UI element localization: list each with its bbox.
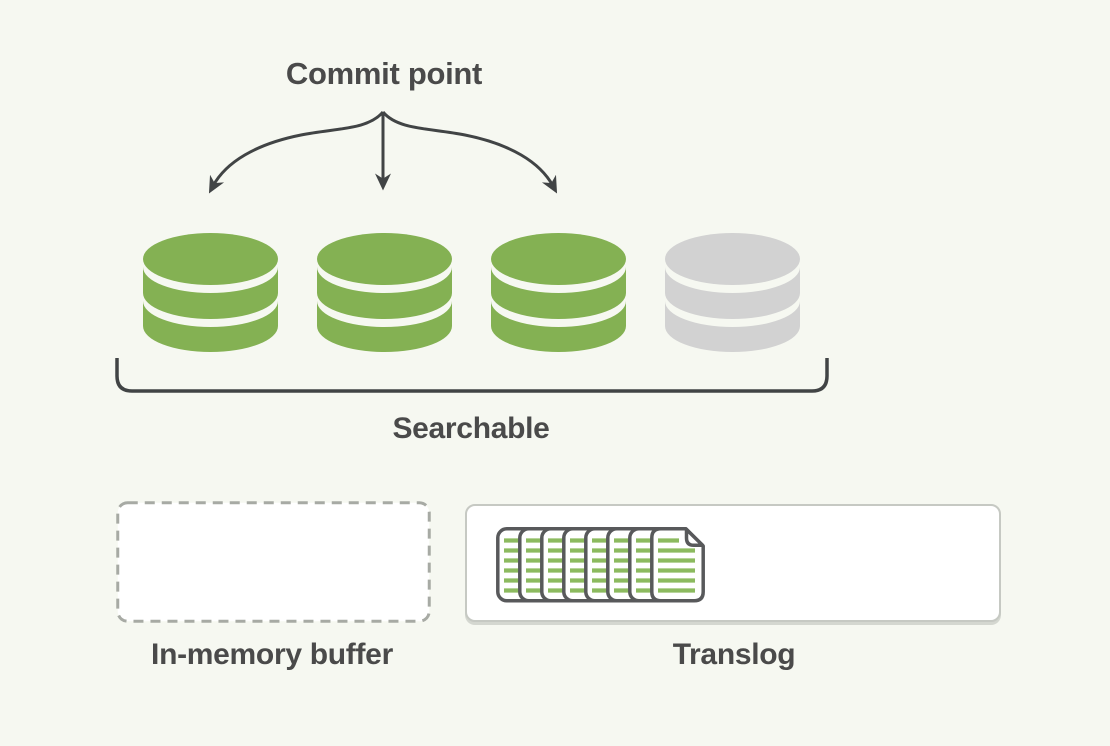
translog-doc-stack (496, 527, 705, 603)
segment-cylinder-4-uncommitted (665, 233, 800, 352)
translog-box (465, 504, 1001, 622)
in-memory-buffer-label: In-memory buffer (151, 638, 393, 671)
segment-row (143, 233, 800, 352)
commit-point-arrows (208, 110, 558, 194)
searchable-label: Searchable (392, 412, 550, 445)
segment-cylinder-1-committed (143, 233, 278, 352)
translog-label: Translog (672, 638, 796, 671)
searchable-bracket (115, 358, 829, 393)
commit-arrow-right (381, 110, 558, 194)
commit-point-label: Commit point (285, 56, 483, 91)
in-memory-buffer-box (116, 501, 431, 623)
segment-cylinder-3-committed (491, 233, 626, 352)
segment-cylinder-2-committed (317, 233, 452, 352)
commit-arrow-left (208, 110, 385, 194)
